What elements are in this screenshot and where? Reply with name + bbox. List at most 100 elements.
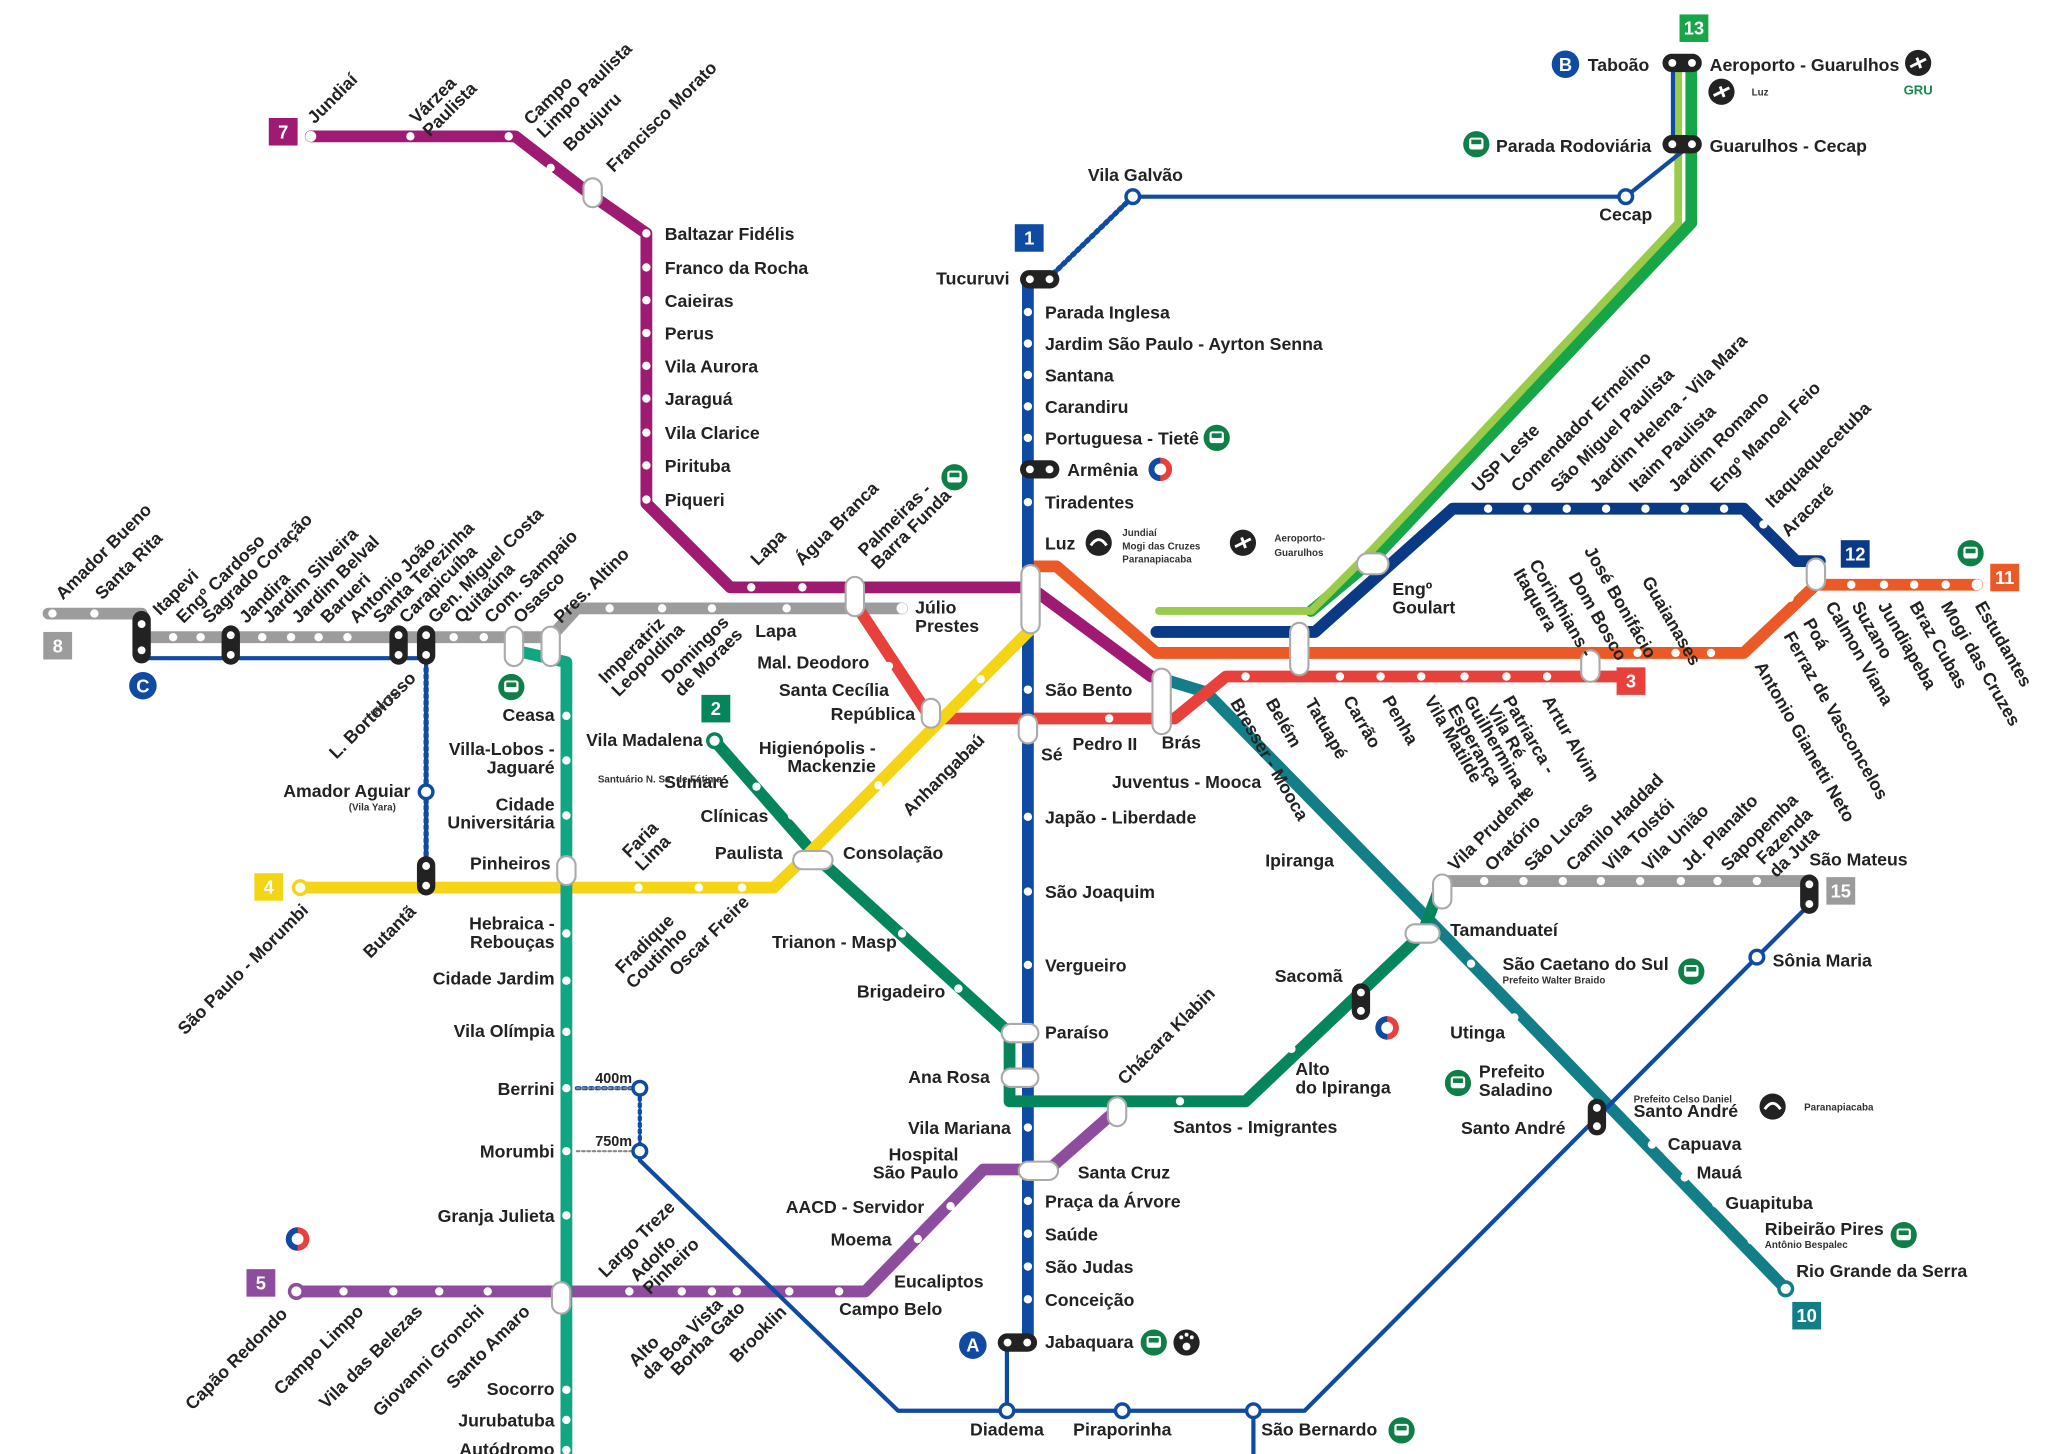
station-marker[interactable]	[1712, 1199, 1721, 1208]
station-marker[interactable]	[732, 1287, 742, 1296]
connection-marker[interactable]	[1800, 874, 1819, 914]
terminal-marker[interactable]	[706, 732, 724, 750]
station-marker[interactable]	[787, 811, 797, 820]
station-marker[interactable]	[562, 976, 571, 985]
station-marker[interactable]	[562, 1146, 571, 1156]
station-marker[interactable]	[1519, 876, 1528, 886]
station-marker[interactable]	[343, 632, 352, 642]
terminal-marker[interactable]	[1777, 1280, 1795, 1298]
station-marker[interactable]	[1971, 579, 1983, 591]
line-badge[interactable]	[1990, 563, 2020, 592]
station-marker[interactable]	[1633, 648, 1642, 658]
station-marker[interactable]	[90, 609, 99, 618]
station-marker[interactable]	[1753, 617, 1763, 626]
station-marker[interactable]	[1596, 876, 1606, 886]
station-marker[interactable]	[1601, 504, 1611, 513]
station-marker[interactable]	[1719, 504, 1729, 513]
station-marker[interactable]	[1785, 593, 1794, 603]
station-marker[interactable]	[1706, 648, 1716, 658]
station-marker[interactable]	[1483, 504, 1493, 513]
station-marker[interactable]	[737, 883, 747, 892]
station-marker[interactable]	[406, 132, 415, 141]
station-marker[interactable]	[1752, 876, 1762, 886]
connector-badge[interactable]	[959, 1331, 987, 1359]
station-marker[interactable]	[196, 632, 205, 642]
connection-marker[interactable]	[416, 625, 436, 665]
station-marker[interactable]	[1910, 580, 1919, 589]
station-marker[interactable]	[707, 604, 717, 613]
connection-marker[interactable]	[221, 625, 240, 665]
line-badge[interactable]	[1679, 14, 1709, 42]
station-marker[interactable]	[782, 604, 791, 613]
station-marker[interactable]	[1502, 672, 1511, 681]
connection-marker[interactable]	[416, 856, 436, 896]
station-marker[interactable]	[605, 604, 614, 613]
line-badge[interactable]	[1792, 1301, 1822, 1330]
station-marker[interactable]	[1542, 672, 1552, 681]
station-marker[interactable]	[1558, 876, 1568, 886]
station-marker[interactable]	[389, 1287, 398, 1296]
station-marker[interactable]	[884, 661, 894, 671]
station-marker[interactable]	[954, 984, 963, 993]
interchange-marker[interactable]	[1404, 923, 1441, 944]
station-marker[interactable]	[1023, 1123, 1033, 1132]
station-marker[interactable]	[1847, 580, 1856, 589]
station-marker[interactable]	[1023, 1295, 1033, 1304]
line-badge[interactable]	[1014, 224, 1044, 252]
station-marker[interactable]	[339, 1287, 348, 1296]
station-marker[interactable]	[1243, 775, 1253, 785]
station-marker[interactable]	[562, 711, 571, 721]
station-marker[interactable]	[785, 1287, 794, 1296]
station-marker[interactable]	[642, 263, 651, 272]
terminal-marker[interactable]	[1113, 1402, 1131, 1420]
station-marker[interactable]	[752, 782, 761, 791]
connection-marker[interactable]	[1020, 460, 1060, 479]
interchange-marker[interactable]	[540, 625, 561, 668]
interchange-marker[interactable]	[844, 575, 866, 618]
station-marker[interactable]	[747, 583, 756, 592]
station-marker[interactable]	[1023, 960, 1033, 970]
connection-marker[interactable]	[1662, 53, 1702, 73]
connector-badge[interactable]	[1551, 50, 1580, 79]
terminal-marker[interactable]	[1748, 948, 1766, 966]
station-marker[interactable]	[897, 929, 907, 938]
station-marker[interactable]	[642, 428, 651, 437]
station-marker[interactable]	[1023, 370, 1033, 380]
station-marker[interactable]	[562, 1415, 571, 1425]
station-marker[interactable]	[1241, 672, 1250, 681]
interchange-marker[interactable]	[1580, 649, 1601, 683]
station-marker[interactable]	[1676, 876, 1686, 886]
terminal-marker[interactable]	[998, 1402, 1016, 1420]
station-marker[interactable]	[1104, 714, 1114, 723]
station-marker[interactable]	[562, 1211, 571, 1220]
interchange-marker[interactable]	[1020, 564, 1041, 635]
terminal-marker[interactable]	[287, 1282, 305, 1300]
station-marker[interactable]	[642, 229, 651, 238]
connection-marker[interactable]	[1351, 983, 1371, 1021]
interchange-marker[interactable]	[582, 177, 603, 209]
line-badge[interactable]	[701, 694, 731, 723]
station-marker[interactable]	[913, 1234, 922, 1244]
interchange-marker[interactable]	[1151, 667, 1172, 736]
station-marker[interactable]	[677, 1287, 686, 1296]
station-marker[interactable]	[546, 163, 555, 173]
station-marker[interactable]	[258, 632, 267, 642]
terminal-marker[interactable]	[631, 1079, 649, 1097]
station-marker[interactable]	[642, 461, 651, 470]
station-marker[interactable]	[694, 883, 704, 892]
connection-marker[interactable]	[997, 1333, 1038, 1352]
station-marker[interactable]	[896, 602, 908, 614]
interchange-marker[interactable]	[1431, 873, 1453, 910]
interchange-marker[interactable]	[1106, 1096, 1128, 1128]
interchange-marker[interactable]	[792, 849, 834, 871]
connection-marker[interactable]	[1662, 135, 1702, 154]
station-marker[interactable]	[798, 583, 807, 592]
interchange-marker[interactable]	[556, 855, 577, 887]
station-marker[interactable]	[1023, 1196, 1033, 1206]
terminal-marker[interactable]	[1244, 1402, 1262, 1420]
connection-marker[interactable]	[132, 610, 151, 664]
station-marker[interactable]	[1023, 1229, 1033, 1238]
station-marker[interactable]	[562, 1084, 571, 1093]
station-marker[interactable]	[449, 632, 458, 642]
terminal-marker[interactable]	[1124, 188, 1142, 206]
